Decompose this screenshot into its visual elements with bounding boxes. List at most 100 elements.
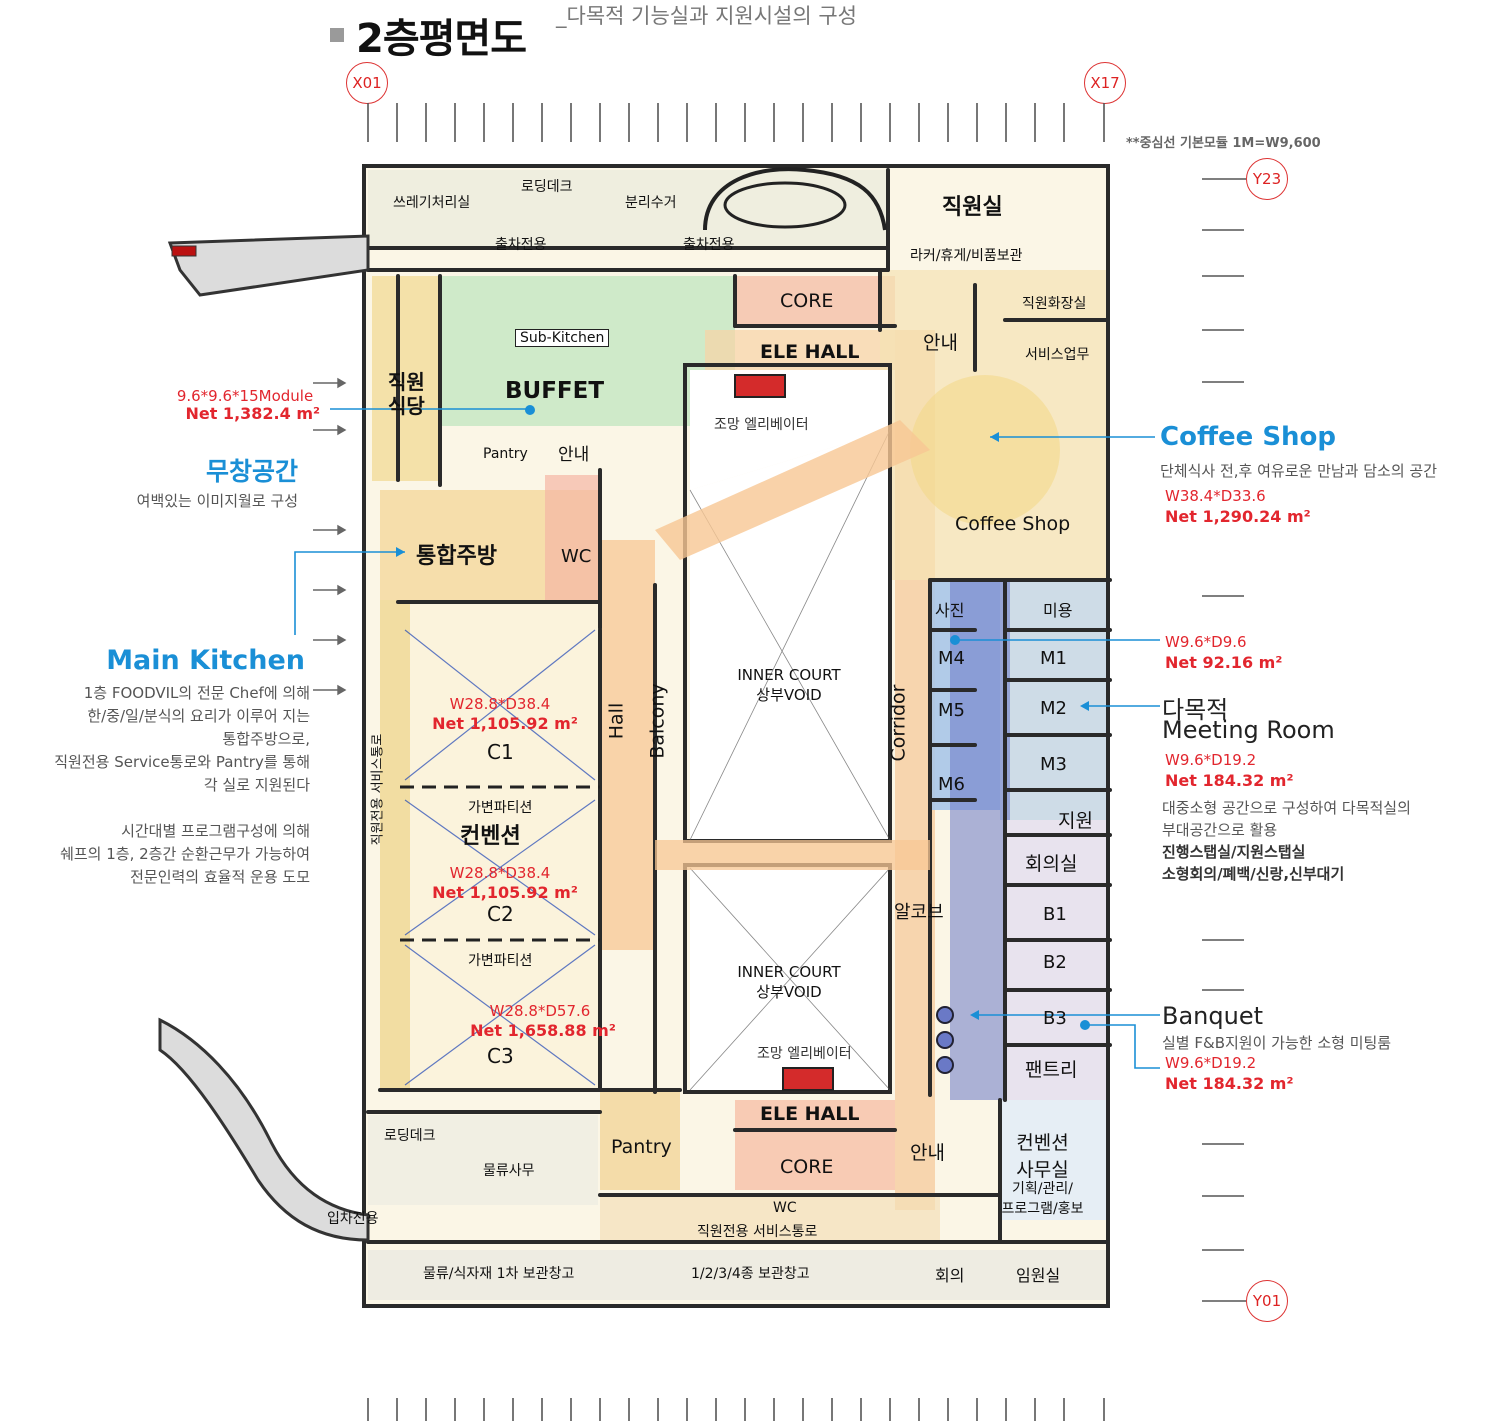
meeting-bold-line: 소형회의/폐백/신랑,신부대기 [1162,865,1345,883]
room-b2: B2 [1043,952,1067,973]
main-kitchen-desc-line: 한/중/일/분식의 요리가 이루어 지는 [87,707,310,725]
label-truck-in: 입차전용 [327,1211,379,1227]
main-kitchen-title: Main Kitchen [106,645,305,676]
c1-dim: W28.8*D38.4 [449,695,551,713]
room-m4: M4 [938,648,965,669]
room-scenic-elevator-bottom: 조망 엘리베이터 [757,1046,852,1062]
grid-ticks-right [1202,178,1246,1302]
room-wc-a: WC [561,546,592,567]
room-meeting-small: 회의 [935,1266,965,1285]
grid-tag-y23: Y23 [1246,158,1288,200]
coffee-shop-dim: W38.4*D33.6 [1165,487,1266,505]
page-subtitle: _다목적 기능실과 지원시설의 구성 [556,4,858,28]
label-partition-1: 가변파티션 [468,800,533,816]
c3-net: Net 1,658.88 m² [470,1021,616,1040]
label-hall: Hall [605,702,628,740]
meeting-title-2: Meeting Room [1162,716,1335,744]
convention-office-line-1: 컨벤션 [1016,1132,1069,1154]
coffee-shop-net: Net 1,290.24 m² [1165,507,1311,526]
grid-tag-y01: Y01 [1246,1280,1288,1322]
room-ele-hall-top: ELE HALL [760,341,860,363]
inner-court-1-title: INNER COURT [737,666,841,684]
room-locker: 라커/휴게/비품보관 [910,248,1023,264]
module-a-dim: 9.6*9.6*15Module [176,387,314,405]
label-info-b: 안내 [910,1142,945,1164]
room-m5: M5 [938,700,965,721]
banquet-title: Banquet [1162,1002,1264,1030]
room-wc-b: WC [773,1200,797,1216]
room-sub-kitchen: Sub-Kitchen [515,329,610,347]
room-core-top: CORE [780,290,834,312]
label-truck-out-1: 출차전용 [495,237,547,253]
room-m2: M2 [1040,698,1067,719]
room-pantry-c: Pantry [611,1136,672,1158]
room-conference: 회의실 [1025,853,1078,875]
room-b3: B3 [1043,1008,1067,1029]
convention-office-line-2: 사무실 [1016,1159,1069,1181]
windowless-title: 무창공간 [205,457,298,486]
room-scenic-elevator-top: 조망 엘리베이터 [714,417,809,433]
coffee-shop-title: Coffee Shop [1160,422,1337,452]
c2-net: Net 1,105.92 m² [432,883,578,902]
main-kitchen-desc-line: 1층 FOODVIL의 전문 Chef에 의해 [83,684,310,702]
room-m1: M1 [1040,648,1067,669]
room-m3: M3 [1040,754,1067,775]
grid-tag-x01: X01 [346,62,388,104]
label-staff-service-horizontal: 직원전용 서비스통로 [697,1224,818,1240]
main-kitchen-desc-line: 쉐프의 1층, 2층간 순환근무가 가능하여 [60,845,310,863]
meeting-dim-large: W9.6*D19.2 [1165,751,1257,769]
convention-office-line-4: 프로그램/홍보 [1001,1201,1084,1217]
room-loading-bottom: 로딩데크 [384,1128,436,1144]
room-trash: 쓰레기처리실 [393,195,471,211]
main-kitchen-desc: 1층 FOODVIL의 전문 Chef에 의해 한/중/일/분식의 요리가 이루… [0,682,310,889]
label-balcony: Balcony [646,683,669,759]
meeting-desc: 대중소형 공간으로 구성하여 다목적실의 부대공간으로 활용 진행스탭실/지원스… [1162,797,1411,885]
grid-ticks-bottom [367,1398,1105,1421]
c3-dim: W28.8*D57.6 [489,1002,591,1020]
room-staff-toilet: 직원화장실 [1022,296,1087,312]
room-storage-1: 물류/식자재 1차 보관창고 [423,1266,575,1282]
windowless-desc: 여백있는 이미지월로 구성 [136,492,298,510]
inner-court-2-label: INNER COURT 상부VOID [726,963,852,1002]
main-kitchen-desc-line: 시간대별 프로그램구성에 의해 [121,822,310,840]
convention-office-desc: 기획/관리/ 프로그램/홍보 [990,1179,1095,1219]
inner-court-2-void: 상부VOID [756,983,822,1001]
convention-office-line-3: 기획/관리/ [1012,1181,1073,1197]
room-separation: 분리수거 [625,195,677,211]
meeting-dim-small: W9.6*D9.6 [1165,633,1247,651]
room-c2: C2 [487,902,514,926]
room-c1: C1 [487,740,514,764]
title-bullet [330,28,344,42]
room-convention-office: 컨벤션 사무실 [995,1128,1090,1182]
module-a-net: Net 1,382.4 m² [185,404,320,423]
room-pantry-b: 팬트리 [1025,1059,1078,1081]
main-kitchen-desc-line: 전문인력의 효율적 운용 도모 [130,868,310,886]
c1-net: Net 1,105.92 m² [432,714,578,733]
grid-ticks-top [367,103,1105,142]
walls [362,164,1112,1308]
room-m6: M6 [938,774,965,795]
room-executive: 임원실 [1016,1266,1061,1285]
main-kitchen-desc-line: 각 실로 지원된다 [203,776,310,794]
room-pantry-a: Pantry [483,446,528,462]
grid-module-note: **중심선 기본모듈 1M=W9,600 [1126,136,1321,151]
room-kitchen: 통합주방 [416,544,497,569]
meeting-bold-line: 진행스탭실/지원스탭실 [1162,843,1306,861]
c2-dim: W28.8*D38.4 [449,864,551,882]
label-alcove: 알코브 [894,902,944,923]
banquet-dim: W9.6*D19.2 [1165,1054,1257,1072]
inner-court-1-void: 상부VOID [756,686,822,704]
main-kitchen-desc-line: 통합주방으로, [222,730,310,748]
inner-court-2-title: INNER COURT [737,963,841,981]
banquet-desc: 실별 F&B지원이 가능한 소형 미팅룸 [1162,1034,1392,1052]
label-corridor: Corridor [887,684,910,762]
room-support: 지원 [1058,810,1093,832]
main-kitchen-desc-line [0,797,310,820]
grid-tag-x17: X17 [1084,62,1126,104]
top-left-ramp [167,234,370,297]
label-info-top: 안내 [923,332,958,354]
room-b1: B1 [1043,904,1067,925]
label-partition-2: 가변파티션 [468,953,533,969]
room-c3: C3 [487,1044,514,1068]
room-staff-cafe-2: 식당 [388,394,425,418]
